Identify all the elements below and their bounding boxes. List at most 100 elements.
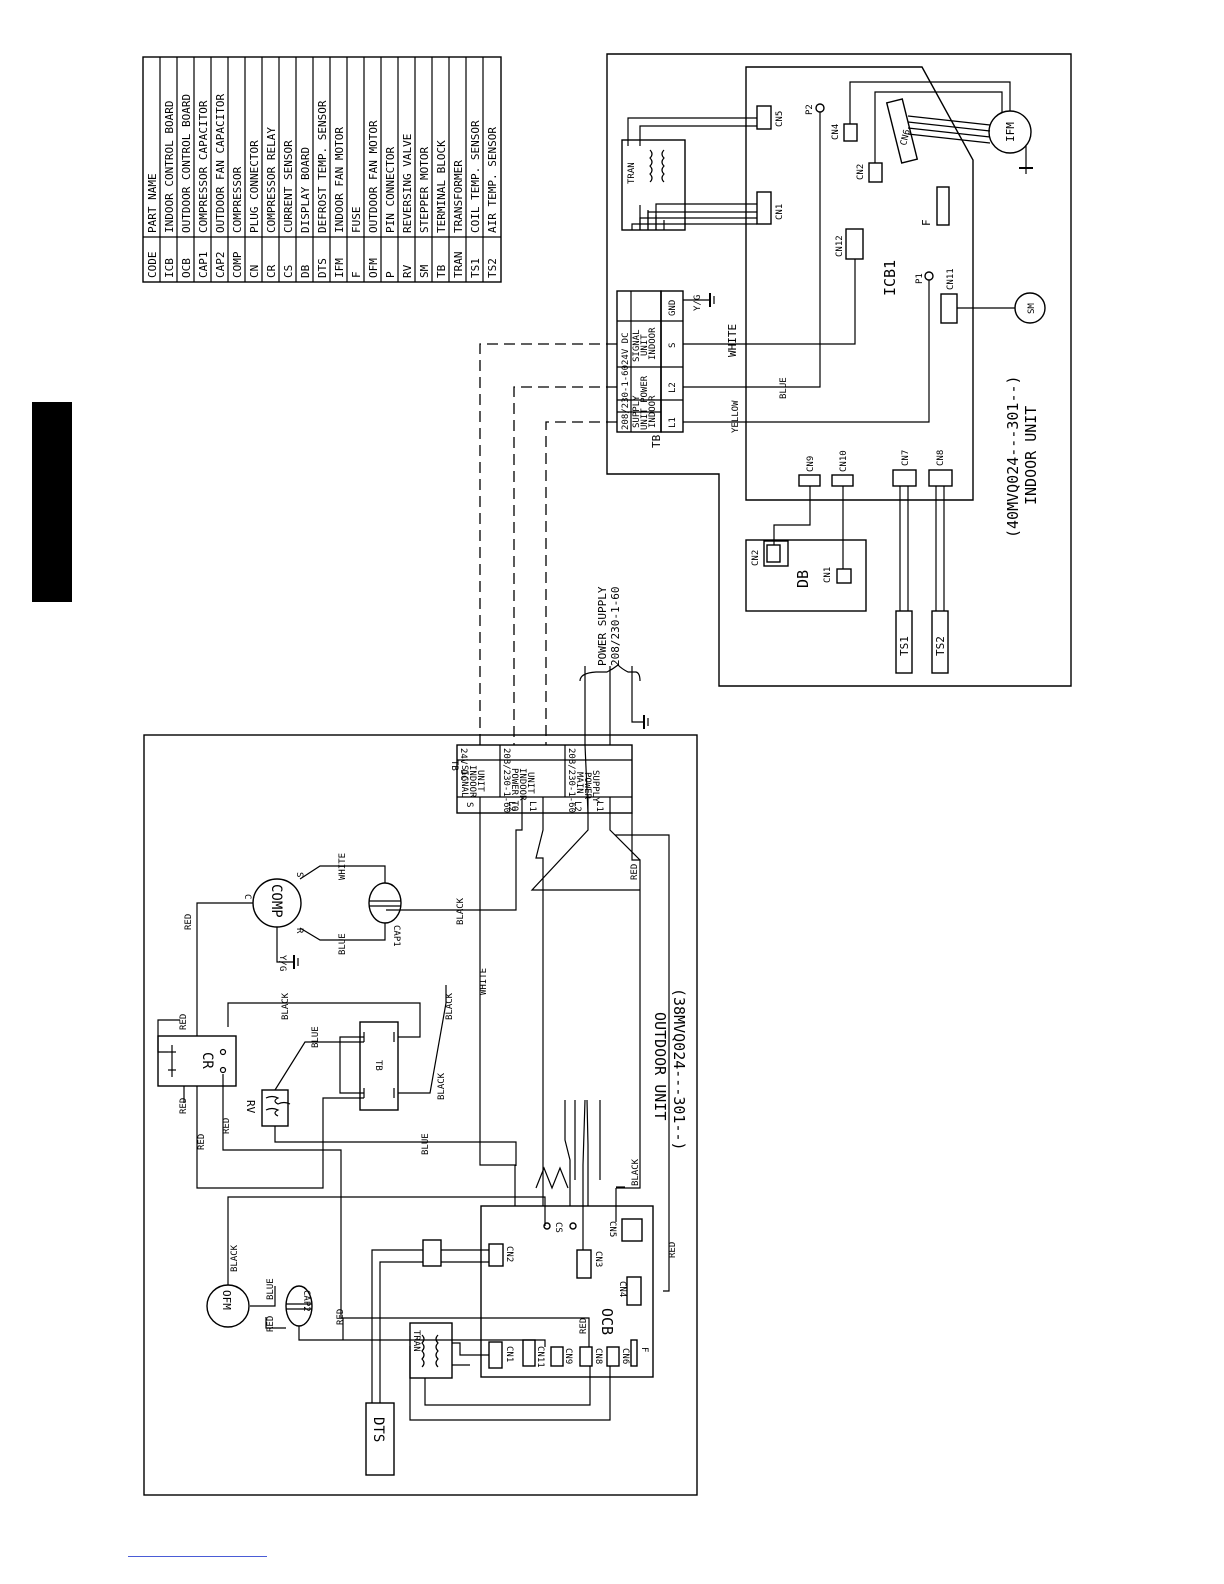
indoor-cn9-connector[interactable] [798, 474, 821, 487]
indoor-tran-label: TRAN [627, 162, 637, 184]
wire-label-red: RED [197, 1134, 207, 1150]
outdoor-unit-frame [143, 734, 698, 1496]
indoor-cn6-connector[interactable] [885, 98, 919, 164]
legend-name: CURRENT SENSOR [282, 140, 295, 233]
ocb-label: OCB [598, 1308, 616, 1335]
legend-code: SM [418, 264, 431, 278]
cr-label: CR [199, 1052, 215, 1069]
ocb-cn9-connector[interactable] [550, 1346, 564, 1367]
indoor-p1-pin[interactable] [924, 271, 934, 281]
indoor-p2-pin[interactable] [815, 103, 825, 113]
outdoor-tb-terminal-l1-main: L1 [594, 801, 604, 812]
outdoor-tran-label: TRAN [411, 1330, 421, 1352]
indoor-cn12-connector[interactable] [845, 228, 864, 260]
ocb-cn6-connector[interactable] [606, 1346, 620, 1367]
indoor-cn2-connector[interactable] [868, 162, 883, 183]
indoor-cn7-label: CN7 [901, 450, 911, 466]
footer-link-line[interactable] [128, 1556, 267, 1557]
ocb-cn2-connector[interactable] [488, 1243, 504, 1267]
indoor-cn11-connector[interactable] [940, 293, 958, 324]
comp-c-label: C [242, 894, 252, 899]
legend-code: CR [265, 264, 278, 278]
wire-label-black: BLACK [230, 1244, 240, 1272]
legend-code: CAP1 [197, 252, 210, 279]
legend-code: CN [248, 265, 261, 278]
outdoor-tb-sig-1: SIGNAL [459, 765, 469, 798]
indoor-tb-label: TB [650, 434, 663, 448]
indoor-cn1-connector[interactable] [756, 191, 772, 225]
indoor-fuse [936, 186, 950, 226]
ocb-cn1-label: CN1 [504, 1346, 514, 1362]
legend-code: DB [299, 264, 312, 278]
indoor-blue-label: BLUE [779, 377, 789, 399]
db-cn2-connector[interactable] [766, 544, 781, 563]
db-cn9-wire [773, 486, 811, 545]
wire-label-blue: BLUE [421, 1133, 431, 1155]
wire-label-black: BLACK [456, 897, 466, 925]
wire-label-black: BLACK [445, 992, 455, 1020]
ocb-cn1-connector[interactable] [488, 1341, 503, 1369]
outdoor-tb-terminal-l1: L1 [527, 801, 537, 812]
legend-border [142, 56, 502, 283]
rv-coil [265, 1095, 291, 1117]
ocb-cn5-connector[interactable] [621, 1218, 643, 1242]
ofm-label: OFM [220, 1290, 233, 1310]
wire-label-black: BLACK [281, 992, 291, 1020]
ocb-cn9-label: CN9 [563, 1348, 573, 1364]
signal-dashed-wire [479, 343, 617, 745]
outdoor-wiring [157, 744, 670, 1421]
indoor-p1-label: P1 [915, 273, 925, 284]
wire-label-white: WHITE [479, 968, 489, 995]
indoor-cn7-connector[interactable] [892, 469, 917, 487]
legend-name: COMPRESSOR [231, 166, 244, 233]
indoor-cn5-label: CN5 [775, 111, 785, 127]
indoor-blue-wire [683, 112, 821, 388]
inner-tb-terminals [339, 1032, 395, 1098]
legend-code: TS2 [486, 258, 499, 278]
outdoor-unit: TB 24V DC 208/230-1-60 208/230-1-60 SIGN… [143, 734, 698, 1496]
indoor-fuse-label: F [920, 219, 933, 226]
indoor-cn5-connector[interactable] [756, 105, 772, 130]
ocb-fuse-label: F [639, 1347, 649, 1352]
indoor-cn9-label: CN9 [806, 456, 816, 472]
legend-code: CS [282, 265, 295, 278]
db-cn1-connector[interactable] [836, 568, 852, 584]
ocb-inline-connector[interactable] [422, 1239, 442, 1267]
ocb-cn8-connector[interactable] [579, 1346, 593, 1367]
db-cn1-label: CN1 [823, 567, 833, 583]
indoor-cn8-connector[interactable] [928, 469, 953, 487]
wire-label-blue: BLUE [338, 933, 348, 955]
outdoor-tb-pwr-2: INDOOR [517, 768, 527, 801]
legend-name: OUTDOOR CONTROL BOARD [180, 94, 193, 233]
outdoor-transformer [409, 1322, 453, 1379]
indoor-cn4-connector[interactable] [843, 123, 858, 142]
legend-code: ICB [163, 258, 176, 278]
comp-r-label: R [294, 928, 304, 934]
ocb-fuse [630, 1339, 638, 1367]
outdoor-tb-outline [456, 744, 633, 814]
power-supply-wires [584, 666, 644, 745]
current-sensor-coil [535, 1166, 569, 1190]
comp-s-label: S [294, 872, 304, 877]
indoor-tb-sec-signal-2: UNIT [640, 334, 650, 356]
ifm-ground-icon [1019, 167, 1033, 174]
indoor-unit-frame [606, 53, 1072, 687]
ocb-cn3-connector[interactable] [576, 1249, 592, 1279]
ocb-cn4-connector[interactable] [626, 1276, 642, 1306]
wire-label-white: WHITE [338, 853, 348, 880]
cap2-label: CAP2 [301, 1290, 311, 1312]
cr-contacts [168, 1045, 227, 1077]
wire-label-red: RED [179, 1014, 189, 1030]
indoor-cn10-connector[interactable] [831, 474, 854, 487]
outdoor-tb-voltage-main: 208/230-1-60 [566, 748, 576, 813]
wire-label-red: RED [222, 1118, 232, 1134]
legend-name: DEFROST TEMP. SENSOR [316, 100, 329, 233]
legend-code: OFM [367, 258, 380, 278]
cs-pin-b[interactable] [569, 1222, 577, 1230]
wire-label-black: BLACK [631, 1158, 641, 1186]
indoor-model-label: (40MVQ024---301--) [1004, 375, 1022, 538]
indoor-terminal-block: TB 208/230-1-60 24V DC SUPPLY UNIT POWER… [616, 290, 684, 448]
ocb-cn11-connector[interactable] [522, 1339, 536, 1367]
indoor-cn11-label: CN11 [946, 268, 956, 290]
